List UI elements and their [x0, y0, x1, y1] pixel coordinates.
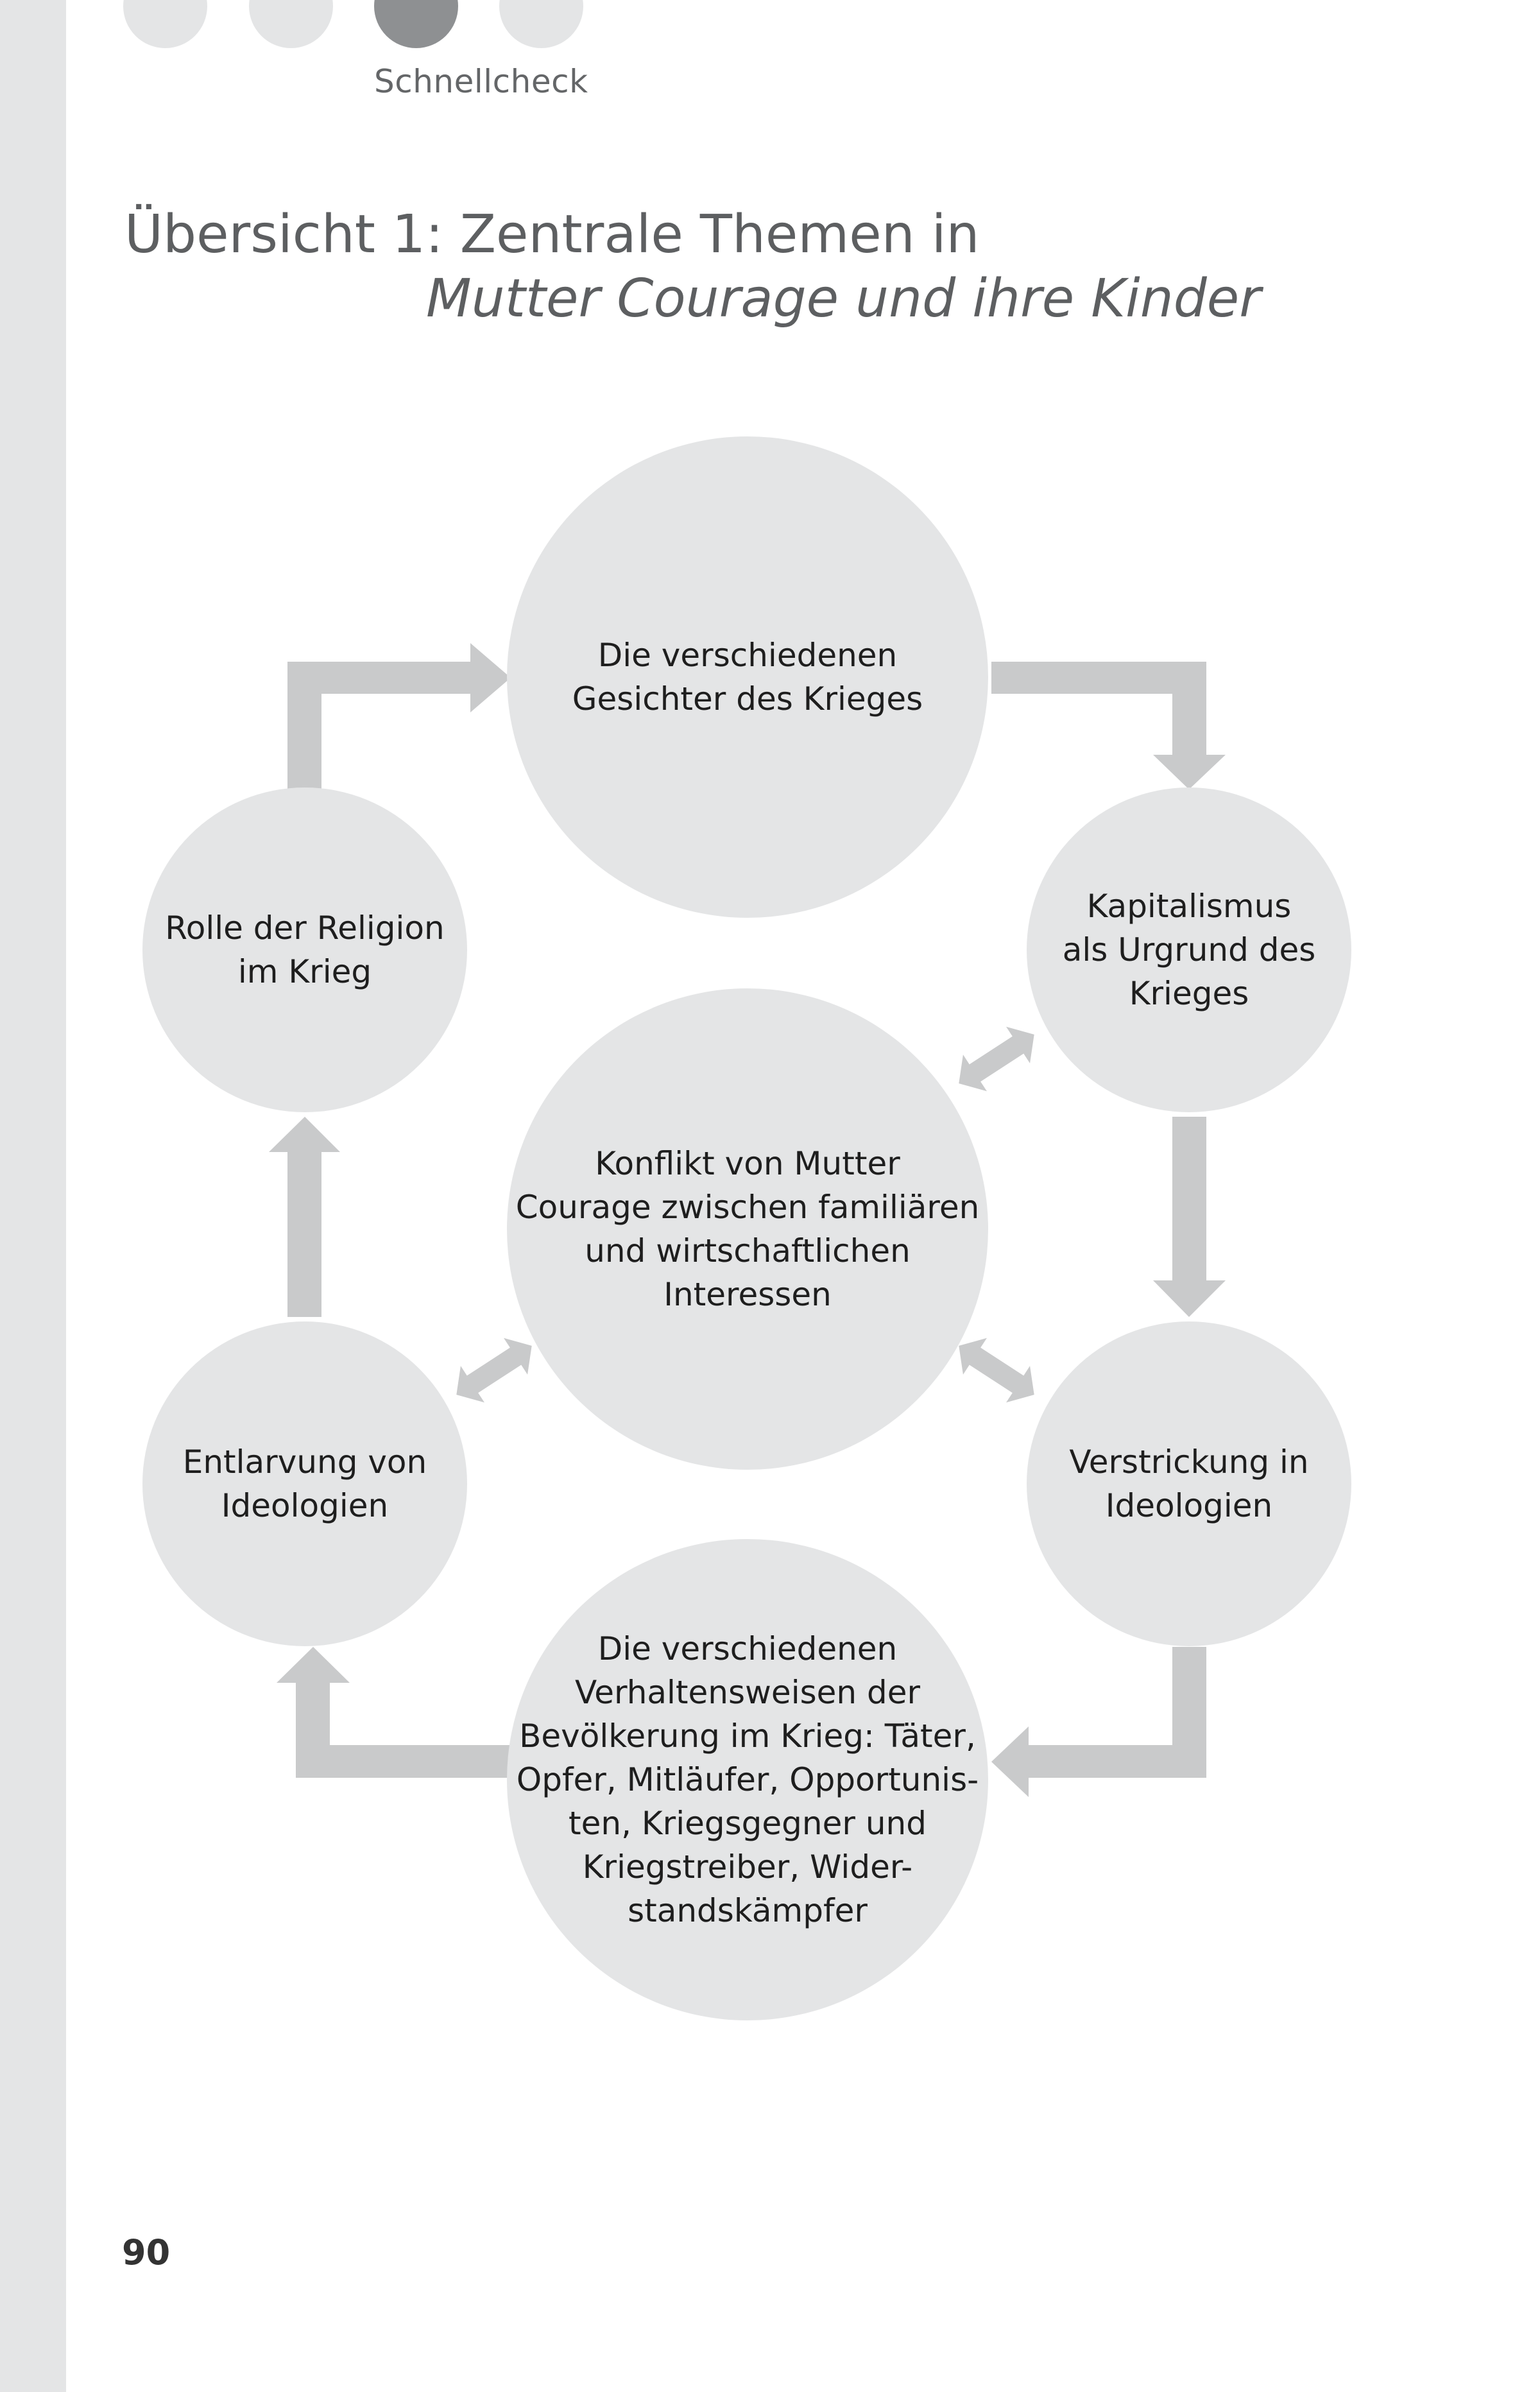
theme-role-of-religion: Rolle der Religion im Krieg	[165, 909, 445, 990]
arrow-bottom-to-lower-left	[277, 1647, 511, 1778]
circles	[142, 436, 1351, 2020]
theme-mother-courage-conflict: Konflikt von Mutter Courage zwischen fam…	[515, 1145, 980, 1313]
theme-faces-of-war: Die verschiedenen Gesichter des Krieges	[572, 637, 923, 718]
page-title-line-2: Mutter Courage und ihre Kinder	[426, 268, 1261, 329]
circle-center	[507, 988, 988, 1470]
circle-upper-right	[1027, 787, 1351, 1112]
theme-capitalism: Kapitalismus als Urgrund des Krieges	[1062, 888, 1316, 1012]
theme-entanglement-ideologies: Verstrickung in Ideologien	[1069, 1443, 1309, 1524]
arrow-upper-left-to-top	[287, 643, 511, 789]
double-arrow-center-upper-right	[959, 1026, 1034, 1092]
circle-top	[507, 436, 988, 918]
page-title-line-1: Übersicht 1: Zentrale Themen in	[124, 204, 980, 265]
circle-lower-left	[142, 1321, 467, 1646]
arrows	[269, 643, 1226, 1797]
arrow-upper-right-to-lower-right	[1153, 1117, 1226, 1317]
circle-upper-left	[142, 787, 467, 1112]
page-number: 90	[122, 2232, 171, 2273]
theme-unmasking-ideologies: Entlarvung von Ideologien	[182, 1443, 427, 1524]
circle-bottom	[507, 1539, 988, 2020]
theme-population-behaviour: Die verschiedenen Verhaltensweisen der B…	[516, 1630, 979, 1929]
double-arrow-center-lower-left	[456, 1338, 532, 1403]
double-arrow-center-lower-right	[959, 1338, 1034, 1403]
section-label: Schnellcheck	[374, 63, 588, 100]
arrow-lower-right-to-bottom	[991, 1647, 1206, 1797]
circle-lower-right	[1027, 1321, 1351, 1646]
side-bar	[0, 0, 66, 2392]
arrow-top-to-upper-right	[991, 662, 1226, 789]
arrow-lower-left-to-upper-left	[269, 1117, 340, 1317]
